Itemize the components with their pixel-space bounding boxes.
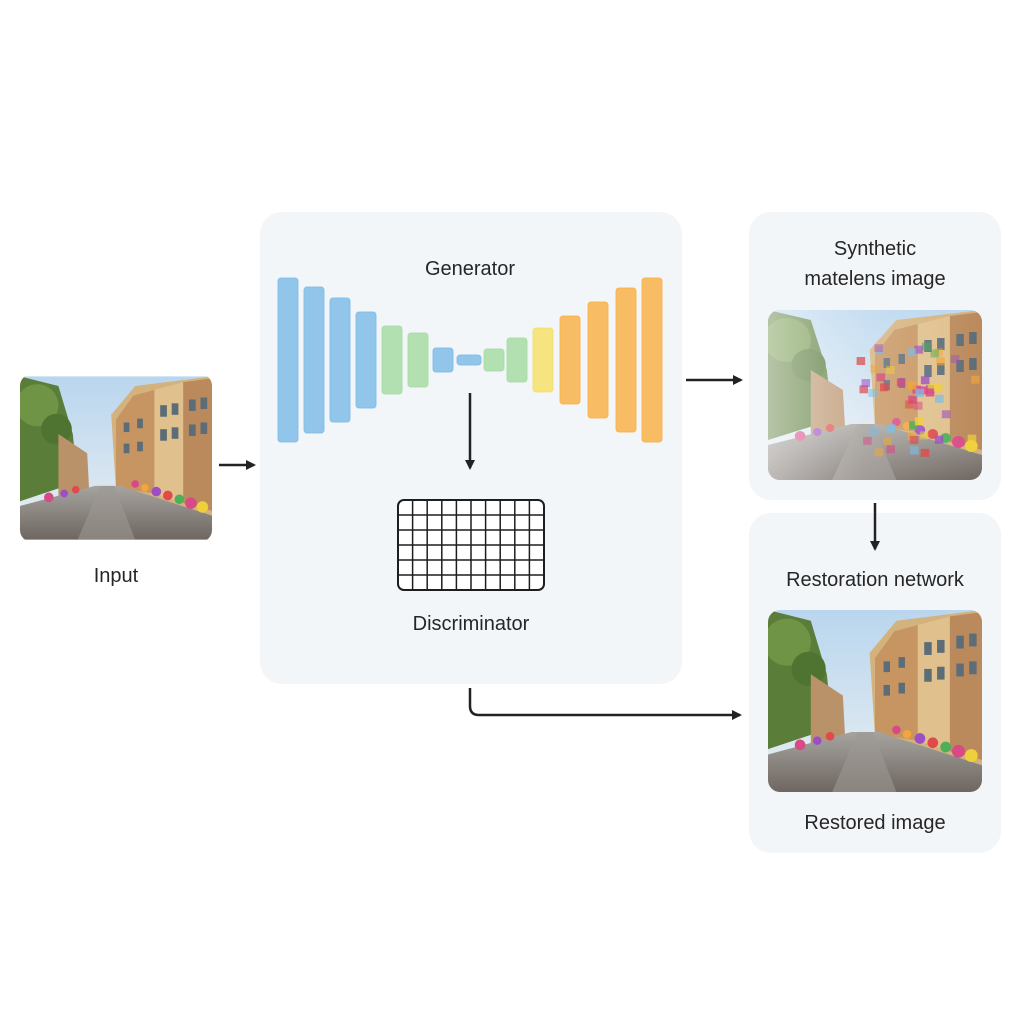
input-image (20, 374, 212, 542)
pixel-artifact (930, 349, 939, 358)
pixel-artifact (886, 424, 896, 433)
restoration-label: Restoration network (786, 569, 964, 591)
pixel-artifact (933, 383, 943, 392)
pixel-artifact (882, 437, 892, 446)
pixel-artifact (896, 378, 906, 387)
pixel-artifact (920, 448, 930, 457)
pixel-artifact (941, 410, 951, 419)
pixel-artifact (934, 435, 944, 444)
pixel-artifact (909, 436, 919, 444)
synthetic-label-line1: Synthetic (833, 238, 917, 260)
pixel-artifact (925, 388, 935, 397)
pixel-artifact (868, 388, 878, 397)
pixel-artifact (913, 401, 923, 410)
pixel-artifact (863, 436, 872, 445)
pixel-artifact (927, 384, 937, 393)
pixel-artifact (950, 355, 960, 363)
pixel-artifact (880, 383, 889, 392)
pixel-artifact (921, 342, 931, 351)
pixel-artifact (874, 448, 884, 457)
pixel-artifact (934, 348, 944, 357)
arrow-generator-to-restored (468, 688, 742, 720)
pixel-artifact (915, 388, 925, 397)
pixel-artifact (936, 357, 945, 366)
pixel-artifact (907, 348, 917, 357)
synthetic-image (768, 310, 982, 480)
pixel-artifact (908, 395, 917, 404)
pixel-artifact (914, 345, 923, 354)
pixel-artifact (914, 417, 924, 426)
pixel-artifact (919, 431, 929, 440)
pixel-artifact (935, 394, 944, 403)
pixel-artifact (920, 376, 930, 385)
restored-label: Restored image (804, 812, 946, 834)
pixel-artifact (876, 373, 886, 382)
pixel-artifact (870, 364, 879, 373)
synthetic-label-line2: matelens image (804, 268, 946, 290)
restored-image (768, 610, 982, 792)
pixel-artifact (967, 434, 977, 443)
pixel-artifact (875, 345, 884, 354)
generator-label: Generator (424, 258, 516, 280)
pixel-artifact (856, 357, 866, 365)
pixel-artifact (971, 375, 980, 384)
pixel-artifact (874, 344, 883, 353)
pixel-artifact (909, 421, 918, 430)
pixel-artifact (886, 366, 895, 374)
pixel-artifact (905, 400, 914, 409)
pixel-artifact (909, 446, 919, 455)
pixel-artifact (886, 445, 896, 454)
pixel-artifact (907, 381, 917, 390)
input-label: Input (93, 565, 139, 587)
pixel-artifact (859, 385, 869, 394)
pixel-artifact (861, 379, 871, 388)
discriminator-label: Discriminator (412, 613, 530, 635)
pixel-artifact (869, 427, 878, 436)
